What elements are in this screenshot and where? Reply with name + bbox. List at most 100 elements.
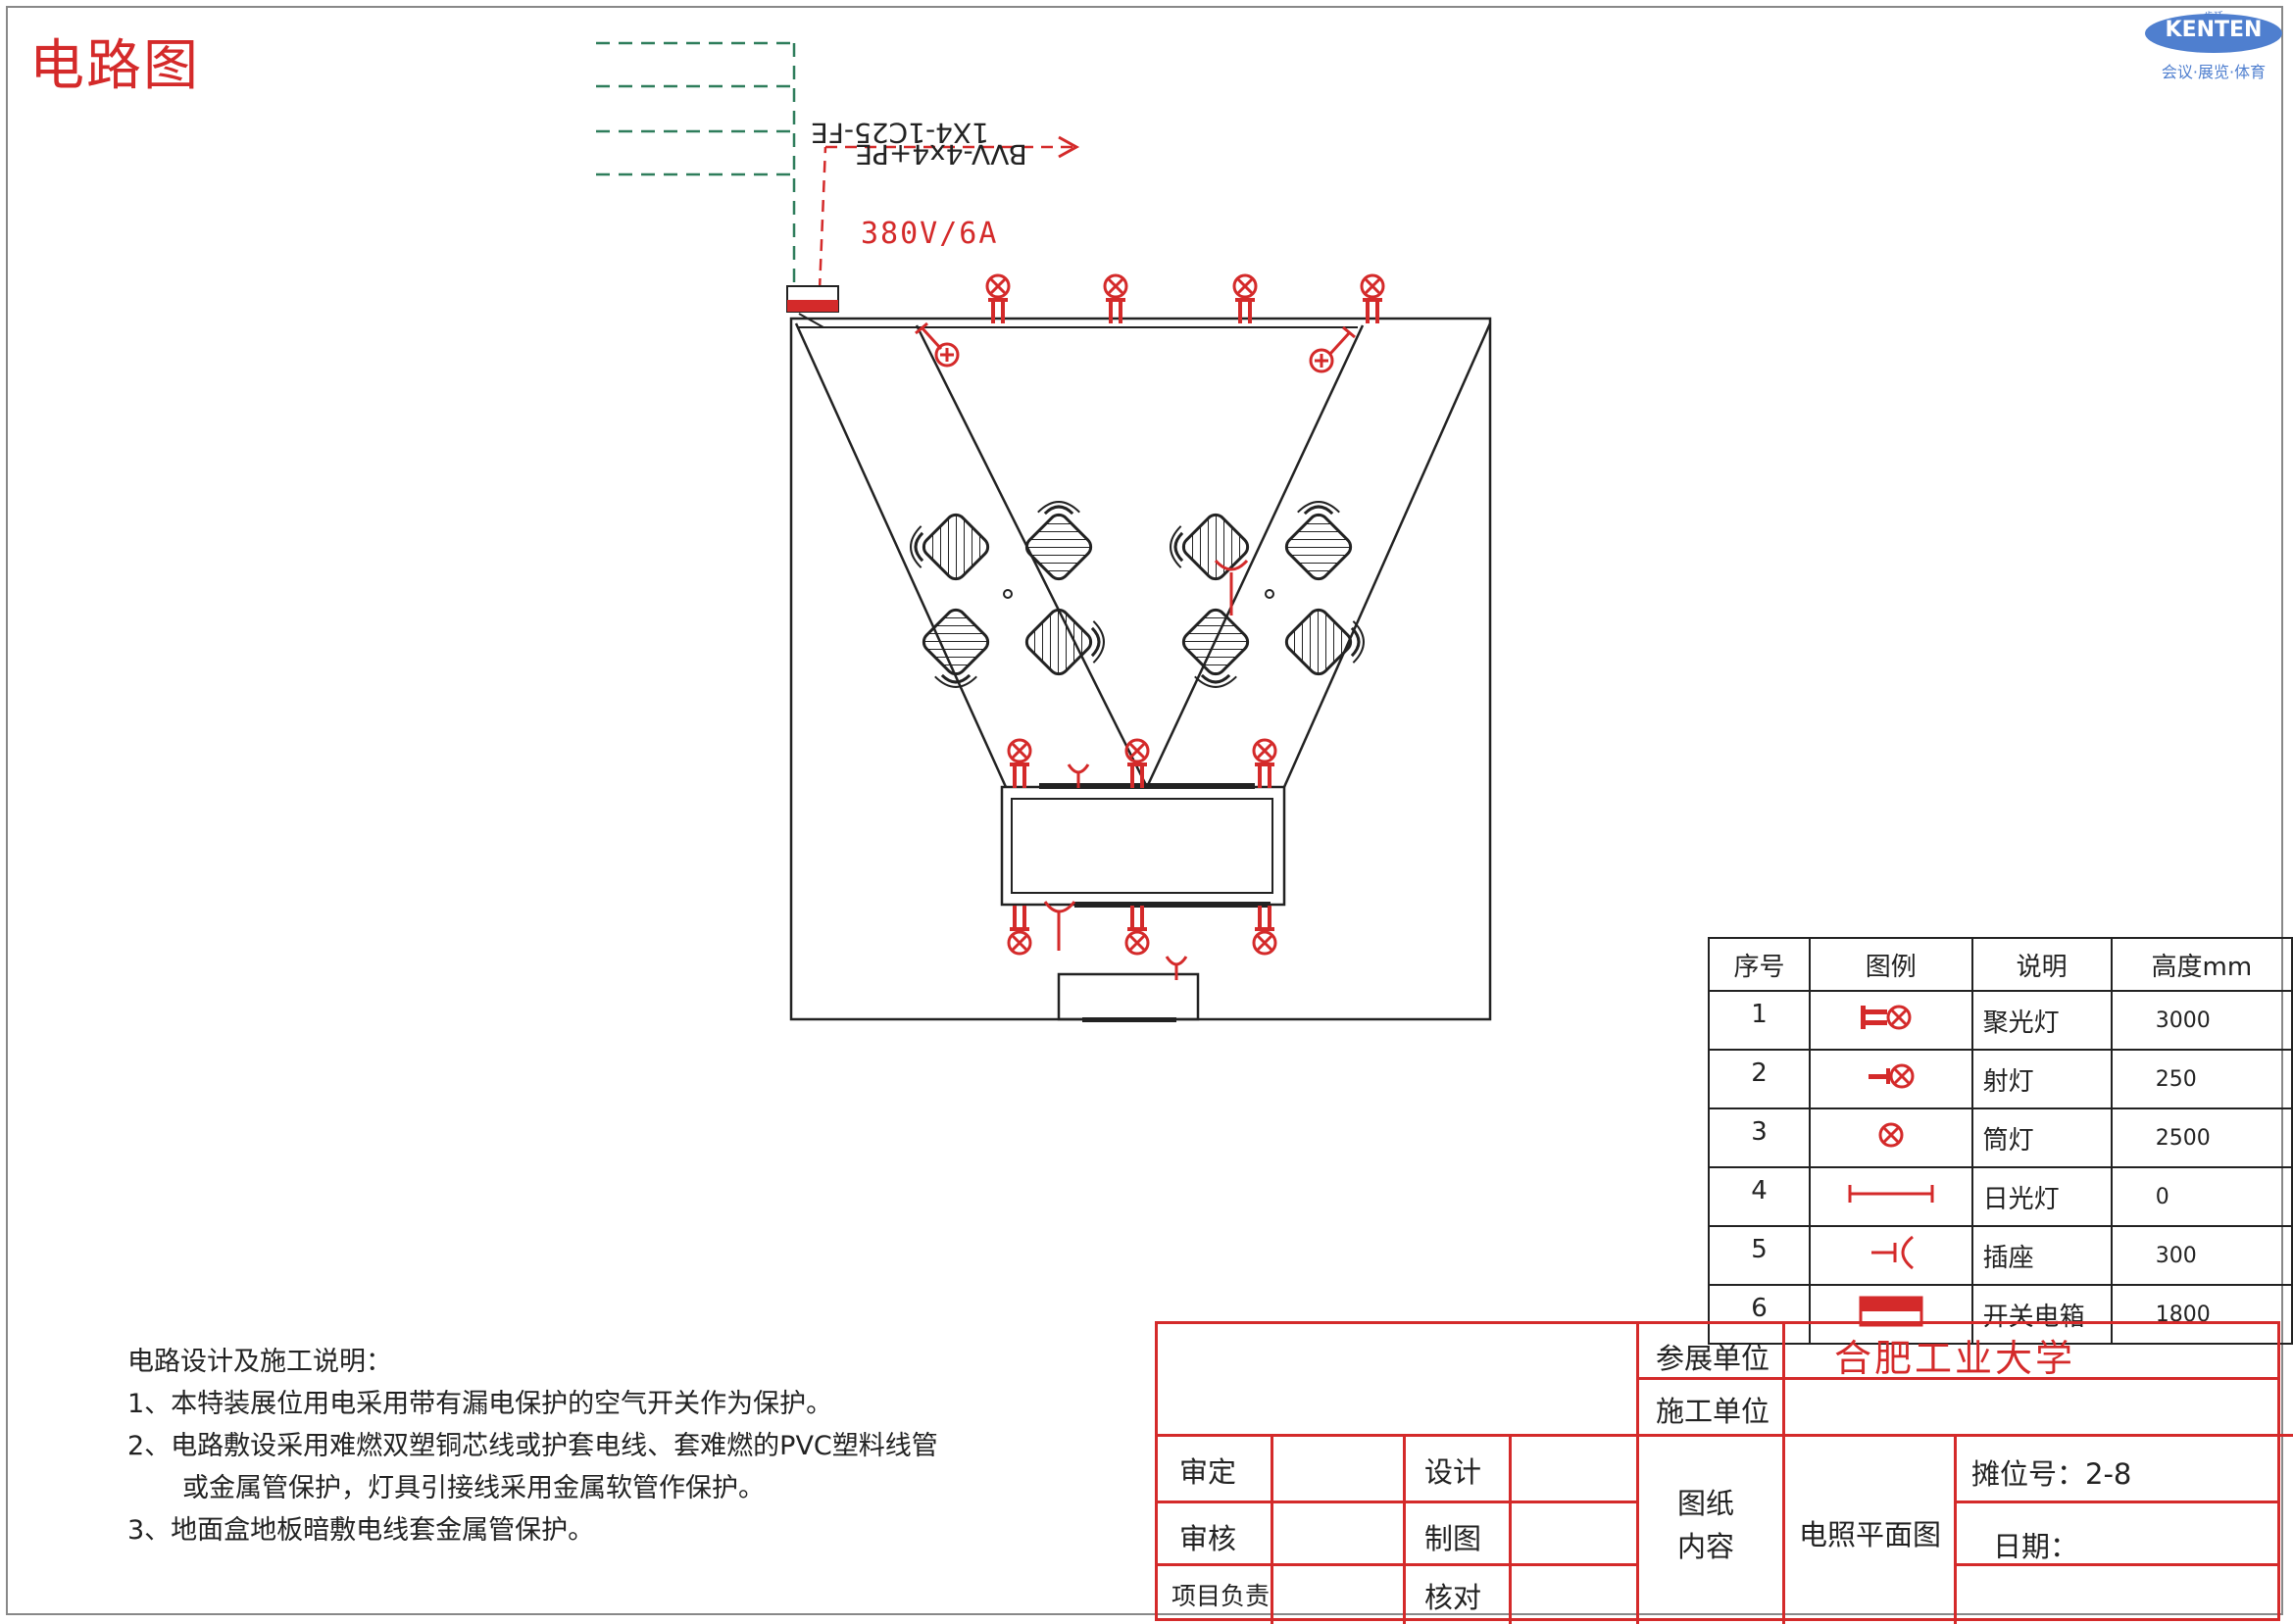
logo-text: KENTEN xyxy=(2165,18,2263,42)
legend-table: 序号 图例 说明 高度mm 1 聚光灯 3000 2 射灯 250 3 筒灯 2… xyxy=(1708,937,2293,1345)
spotlight-icon xyxy=(1252,904,1277,956)
contractor-label: 施工单位 xyxy=(1656,1395,1770,1428)
note-item: 2、电路敷设采用难燃双塑铜芯线或护套电线、套难燃的PVC塑料线管 xyxy=(127,1431,938,1461)
legend-no: 6 xyxy=(1708,1284,1811,1345)
note-item: 或金属管保护，灯具引接线采用金属软管作保护。 xyxy=(182,1473,765,1503)
projector-lamp-icon xyxy=(1808,1049,1973,1109)
legend-no: 2 xyxy=(1708,1049,1811,1109)
date-label: 日期： xyxy=(1993,1530,2079,1563)
switch-box-icon xyxy=(1808,1284,1973,1345)
legend-header-no: 序号 xyxy=(1708,937,1811,992)
legend-desc: 射灯 xyxy=(1970,1049,2113,1109)
chair-icon xyxy=(1158,499,1254,595)
counter-socket xyxy=(1043,901,1076,951)
drawing-content-label: 图纸 xyxy=(1677,1487,1735,1520)
drawing-frame xyxy=(6,6,2283,1615)
drawing-content-label: 内容 xyxy=(1677,1530,1735,1563)
counter-bottom-spotlights xyxy=(1007,904,1277,956)
title-block: 参展单位 合肥工业大学 施工单位 审定 设计 审核 制图 项目负责 核对 图纸 … xyxy=(1155,1321,2293,1624)
chair-icon xyxy=(1280,594,1376,690)
legend-row: 2 射灯 250 xyxy=(1708,1049,2293,1109)
legend-height: 300 xyxy=(2110,1225,2293,1286)
projector-lamps xyxy=(915,321,1356,373)
front-table xyxy=(1057,972,1200,1021)
participant-label: 参展单位 xyxy=(1656,1342,1770,1375)
booth-number: 摊位号：2-8 xyxy=(1971,1457,2132,1491)
cable-spec-line1: 1X4-1C25-FE xyxy=(811,117,989,149)
note-item: 1、本特装展位用电采用带有漏电保护的空气开关作为保护。 xyxy=(127,1389,833,1419)
legend-desc: 插座 xyxy=(1970,1225,2113,1286)
legend-desc: 聚光灯 xyxy=(1970,990,2113,1051)
spotlight-icon xyxy=(1252,738,1277,790)
reception-counter xyxy=(1000,785,1286,907)
legend-height: 0 xyxy=(2110,1166,2293,1227)
spotlight-icon xyxy=(1007,738,1032,790)
legend-header-height: 高度mm xyxy=(2110,937,2293,992)
socket-icon xyxy=(1808,1225,1973,1286)
legend-no: 1 xyxy=(1708,990,1811,1051)
chair-icon xyxy=(1021,594,1117,690)
review-label: 审核 xyxy=(1179,1522,1237,1555)
legend-height: 3000 xyxy=(2110,990,2293,1051)
chair-icon xyxy=(1011,489,1107,585)
legend-no: 5 xyxy=(1708,1225,1811,1286)
incoming-cable-lines xyxy=(596,41,796,290)
spotlight-icon xyxy=(1360,273,1385,325)
chair-group-left xyxy=(898,489,1117,700)
chair-icon xyxy=(898,499,994,595)
legend-height: 2500 xyxy=(2110,1107,2293,1168)
legend-row: 4 日光灯 0 xyxy=(1708,1166,2293,1227)
legend-desc: 日光灯 xyxy=(1970,1166,2113,1227)
feed-line xyxy=(818,135,1080,291)
spotlight-icon xyxy=(1124,904,1150,956)
legend-height: 250 xyxy=(2110,1049,2293,1109)
legend-header-desc: 说明 xyxy=(1970,937,2113,992)
cable-spec-line2: BVV-4x4+PE xyxy=(855,138,1026,171)
participant-value: 合肥工业大学 xyxy=(1834,1337,2076,1380)
socket-icon xyxy=(1165,955,1188,982)
page-title: 电路图 xyxy=(29,34,200,98)
legend-row: 3 筒灯 2500 xyxy=(1708,1107,2293,1168)
check-label: 核对 xyxy=(1424,1581,1482,1614)
legend-desc: 筒灯 xyxy=(1970,1107,2113,1168)
chair-icon xyxy=(1271,489,1367,585)
legend-row: 6 开关电箱 1800 xyxy=(1708,1284,2293,1345)
chair-icon xyxy=(1168,604,1264,700)
kenten-logo: 肯廷 KENTEN 会议·展览·体育 xyxy=(2145,8,2282,81)
legend-no: 3 xyxy=(1708,1107,1811,1168)
project-lead-label: 项目负责 xyxy=(1171,1582,1271,1610)
spotlight-icon xyxy=(1808,990,1973,1051)
note-item: 3、地面盒地板暗敷电线套金属管保护。 xyxy=(127,1515,595,1546)
legend-no: 4 xyxy=(1708,1166,1811,1227)
chair-icon xyxy=(908,604,1004,700)
spotlight-icon xyxy=(1007,904,1032,956)
logo-subtitle: 会议·展览·体育 xyxy=(2161,63,2267,81)
switch-box xyxy=(786,285,839,328)
drawing-content-value: 电照平面图 xyxy=(1799,1518,1942,1551)
spotlight-icon xyxy=(1103,273,1128,325)
legend-header-icon: 图例 xyxy=(1808,937,1973,992)
legend-height: 1800 xyxy=(2110,1284,2293,1345)
notes-heading: 电路设计及施工说明： xyxy=(127,1347,392,1377)
spotlight-icon xyxy=(985,273,1011,325)
counter-fluorescent xyxy=(1039,783,1255,789)
downlight-icon xyxy=(1808,1107,1973,1168)
approve-label: 审定 xyxy=(1179,1455,1237,1489)
booth-diagonal-lines xyxy=(794,322,1492,788)
construction-notes: 电路设计及施工说明： 1、本特装展位用电采用带有漏电保护的空气开关作为保护。 2… xyxy=(127,1341,938,1551)
design-label: 设计 xyxy=(1424,1455,1482,1489)
legend-row: 5 插座 300 xyxy=(1708,1225,2293,1286)
drawing-label: 制图 xyxy=(1424,1522,1482,1555)
spotlight-icon xyxy=(1232,273,1258,325)
legend-header: 序号 图例 说明 高度mm xyxy=(1708,937,2293,992)
power-rating: 380V/6A xyxy=(861,217,998,251)
legend-desc: 开关电箱 xyxy=(1970,1284,2113,1345)
counter-top-spotlights xyxy=(1007,738,1277,790)
fluorescent-lamp-icon xyxy=(1808,1166,1973,1227)
top-spotlights xyxy=(985,273,1385,325)
logo-oval: KENTEN xyxy=(2145,14,2282,53)
legend-row: 1 聚光灯 3000 xyxy=(1708,990,2293,1051)
chair-group-right xyxy=(1158,489,1376,700)
center-socket xyxy=(1214,559,1249,615)
